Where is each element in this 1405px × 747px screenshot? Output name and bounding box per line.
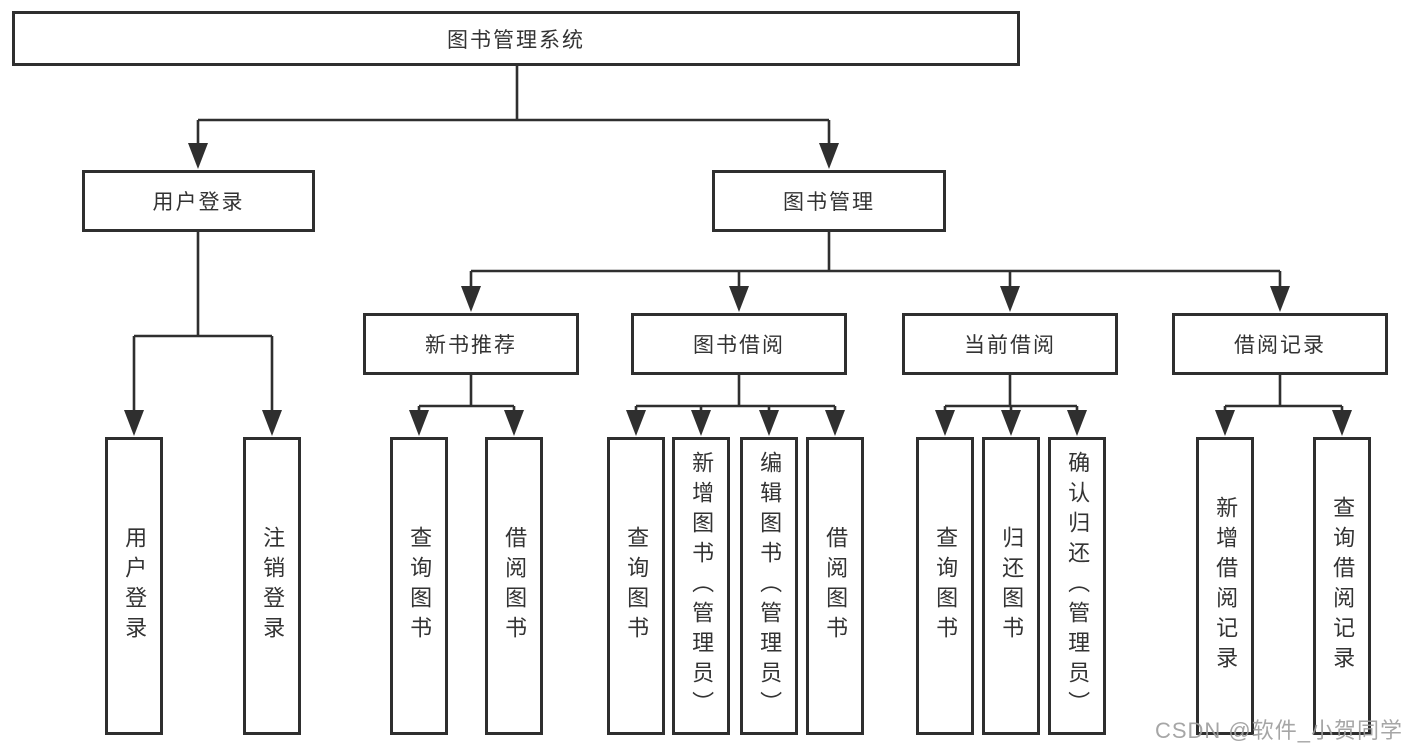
leaf-label: 用户登录 xyxy=(122,526,148,646)
node-label: 图书管理 xyxy=(783,191,875,214)
node-library-management-system: 图书管理系统 xyxy=(12,11,1020,66)
node-book-management: 图书管理 xyxy=(712,170,946,232)
node-label: 图书借阅 xyxy=(693,334,785,357)
leaf-return-books: 归还图书 xyxy=(982,437,1040,735)
node-user-login: 用户登录 xyxy=(82,170,315,232)
leaf-query-books: 查询图书 xyxy=(607,437,665,735)
node-label: 新书推荐 xyxy=(425,334,517,357)
leaf-confirm-return-admin: 确认归还（管理员） xyxy=(1048,437,1106,735)
leaf-query-books: 查询图书 xyxy=(916,437,974,735)
leaf-label: 新增图书（管理员） xyxy=(689,451,715,721)
leaf-user-login: 用户登录 xyxy=(105,437,163,735)
leaf-label: 归还图书 xyxy=(999,526,1025,646)
leaf-label: 借阅图书 xyxy=(502,526,528,646)
node-label: 借阅记录 xyxy=(1234,334,1326,357)
node-borrowing-records: 借阅记录 xyxy=(1172,313,1388,375)
node-new-book-recommendation: 新书推荐 xyxy=(363,313,579,375)
leaf-label: 查询借阅记录 xyxy=(1330,496,1356,676)
leaf-label: 确认归还（管理员） xyxy=(1065,451,1091,721)
leaf-add-borrow-record: 新增借阅记录 xyxy=(1196,437,1254,735)
arrow-down-icons xyxy=(124,143,1352,436)
leaf-query-books: 查询图书 xyxy=(390,437,448,735)
leaf-label: 新增借阅记录 xyxy=(1213,496,1239,676)
leaf-borrow-books: 借阅图书 xyxy=(485,437,543,735)
leaf-query-borrow-record: 查询借阅记录 xyxy=(1313,437,1371,735)
leaf-label: 查询图书 xyxy=(624,526,650,646)
csdn-watermark: CSDN @软件_小贺同学 xyxy=(1154,718,1403,743)
leaf-label: 借阅图书 xyxy=(823,526,849,646)
leaf-edit-books-admin: 编辑图书（管理员） xyxy=(740,437,798,735)
node-label: 当前借阅 xyxy=(964,334,1056,357)
node-label: 图书管理系统 xyxy=(447,28,585,52)
leaf-label: 查询图书 xyxy=(933,526,959,646)
leaf-logout: 注销登录 xyxy=(243,437,301,735)
node-book-borrowing: 图书借阅 xyxy=(631,313,847,375)
leaf-borrow-books: 借阅图书 xyxy=(806,437,864,735)
node-current-borrowing: 当前借阅 xyxy=(902,313,1118,375)
leaf-add-books-admin: 新增图书（管理员） xyxy=(672,437,730,735)
leaf-label: 编辑图书（管理员） xyxy=(757,451,783,721)
node-label: 用户登录 xyxy=(152,191,245,214)
leaf-label: 注销登录 xyxy=(260,526,286,646)
leaf-label: 查询图书 xyxy=(407,526,433,646)
